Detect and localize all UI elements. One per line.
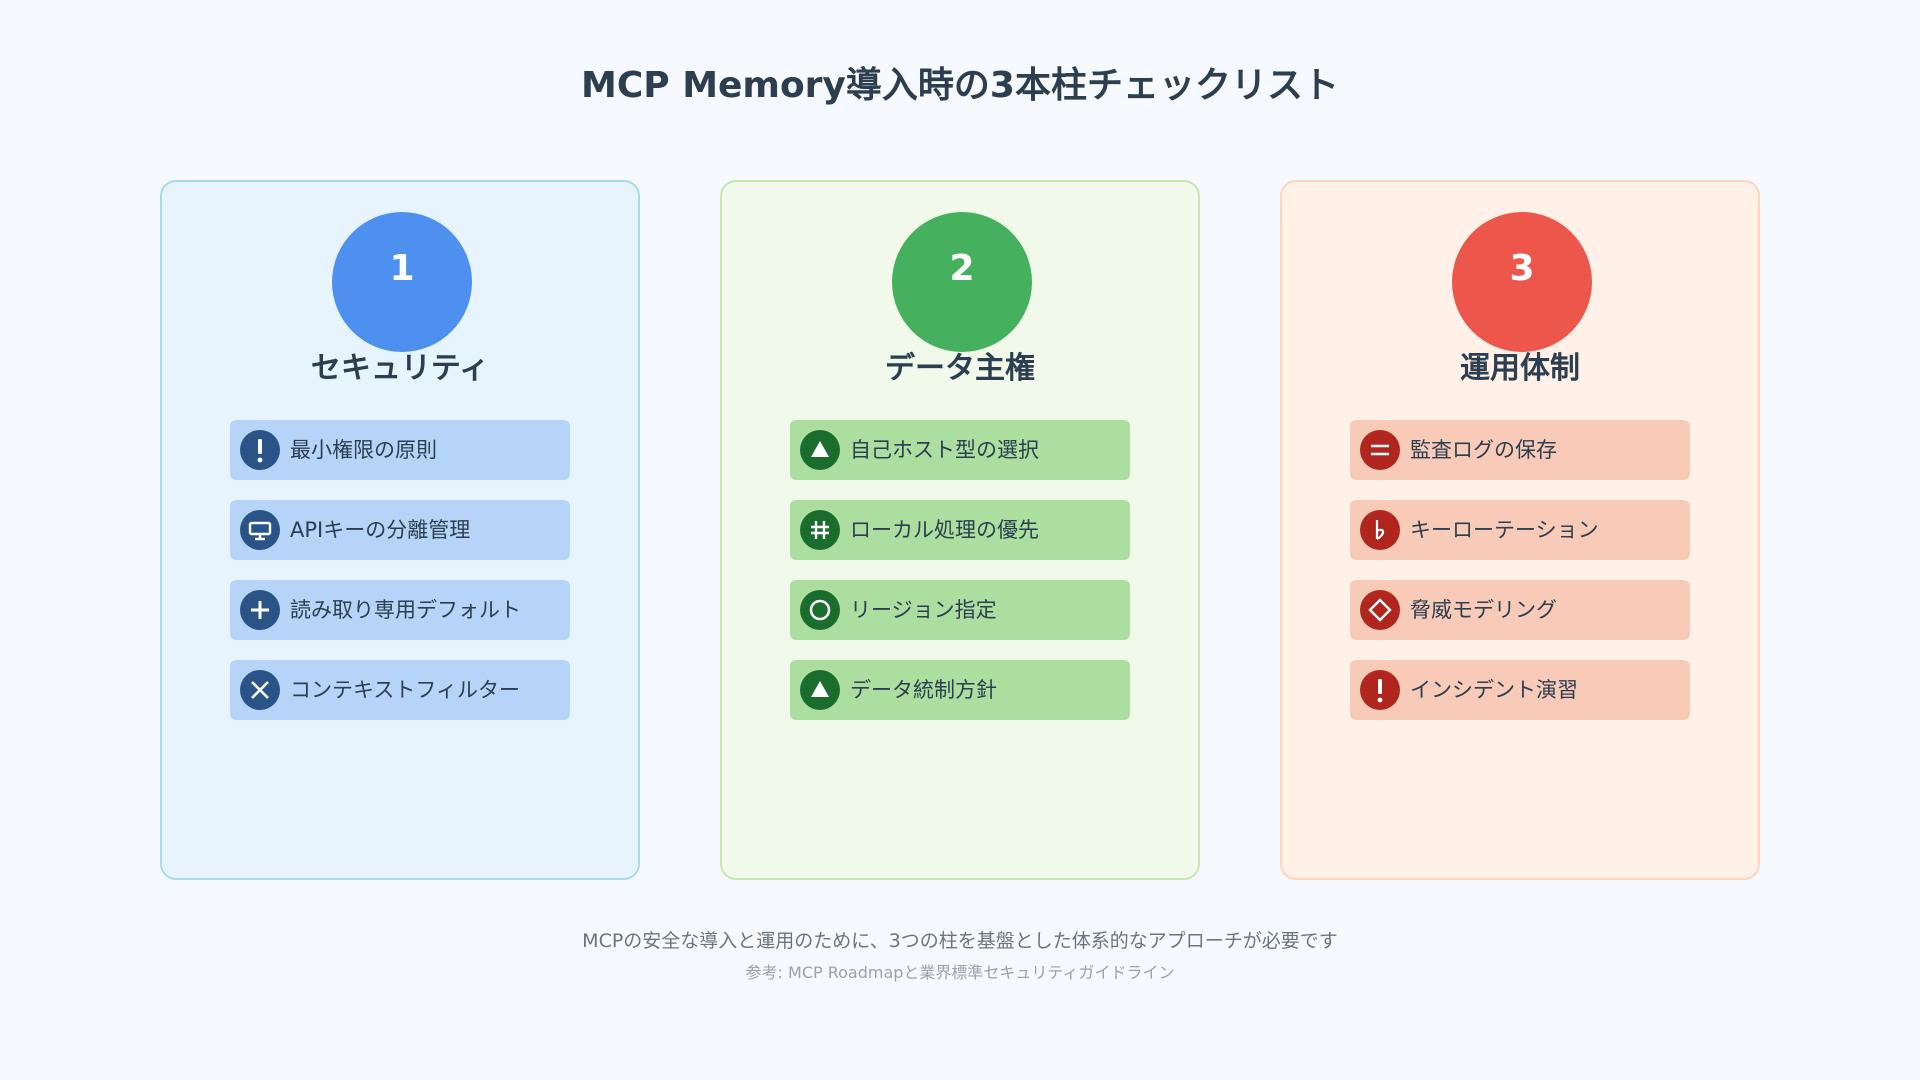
checklist-item: 最小権限の原則 xyxy=(230,420,570,480)
checklist-item: データ統制方針 xyxy=(790,660,1130,720)
pillars-container: 1 セキュリティ 最小権限の原則 APIキーの分離管理 読み取り専用デフォルト xyxy=(160,180,1760,880)
footer-reference: 参考: MCP Roadmapと業界標準セキュリティガイドライン xyxy=(745,963,1175,982)
pillar-number-badge: 3 xyxy=(1452,212,1592,352)
pillar-security: 1 セキュリティ 最小権限の原則 APIキーの分離管理 読み取り専用デフォルト xyxy=(160,180,640,880)
pillar-number-badge: 1 xyxy=(332,212,472,352)
diamond-icon xyxy=(1360,590,1400,630)
checklist-item: 監査ログの保存 xyxy=(1350,420,1690,480)
pillar-number-badge: 2 xyxy=(892,212,1032,352)
circle-icon xyxy=(800,590,840,630)
checklist-item-label: 監査ログの保存 xyxy=(1410,438,1557,462)
plus-icon xyxy=(240,590,280,630)
checklist-item-label: 読み取り専用デフォルト xyxy=(290,598,521,622)
triangle-icon xyxy=(800,430,840,470)
checklist-item-label: リージョン指定 xyxy=(850,598,997,622)
checklist-item: 脅威モデリング xyxy=(1350,580,1690,640)
pillar-data-sovereignty: 2 データ主権 自己ホスト型の選択 ローカル処理の優先 リージョン指定 xyxy=(720,180,1200,880)
pillar-operations: 3 運用体制 監査ログの保存 キーローテーション 脅威モデリング xyxy=(1280,180,1760,880)
checklist-item-label: ローカル処理の優先 xyxy=(850,518,1039,542)
checklist-item-label: APIキーの分離管理 xyxy=(290,518,471,542)
exclamation-icon xyxy=(1360,670,1400,710)
checklist-item: キーローテーション xyxy=(1350,500,1690,560)
checklist: 自己ホスト型の選択 ローカル処理の優先 リージョン指定 データ統制方針 xyxy=(790,420,1130,740)
triangle-icon xyxy=(800,670,840,710)
cross-icon xyxy=(240,670,280,710)
checklist-item: コンテキストフィルター xyxy=(230,660,570,720)
checklist-item: ローカル処理の優先 xyxy=(790,500,1130,560)
pillar-title: セキュリティ xyxy=(310,351,490,386)
hash-icon xyxy=(800,510,840,550)
checklist-item-label: データ統制方針 xyxy=(850,678,997,702)
checklist: 最小権限の原則 APIキーの分離管理 読み取り専用デフォルト コンテキストフィル… xyxy=(230,420,570,740)
checklist: 監査ログの保存 キーローテーション 脅威モデリング インシデント演習 xyxy=(1350,420,1690,740)
exclamation-icon xyxy=(240,430,280,470)
checklist-item-label: コンテキストフィルター xyxy=(290,678,520,702)
checklist-item: リージョン指定 xyxy=(790,580,1130,640)
checklist-item: 自己ホスト型の選択 xyxy=(790,420,1130,480)
flat-icon xyxy=(1360,510,1400,550)
footer-summary: MCPの安全な導入と運用のために、3つの柱を基盤とした体系的なアプローチが必要で… xyxy=(582,930,1338,952)
checklist-item-label: 最小権限の原則 xyxy=(290,438,437,462)
checklist-item-label: 脅威モデリング xyxy=(1410,598,1557,622)
checklist-item: APIキーの分離管理 xyxy=(230,500,570,560)
display-icon xyxy=(240,510,280,550)
page-title: MCP Memory導入時の3本柱チェックリスト xyxy=(581,65,1339,106)
pillar-title: 運用体制 xyxy=(1460,351,1580,386)
checklist-item: 読み取り専用デフォルト xyxy=(230,580,570,640)
checklist-item-label: キーローテーション xyxy=(1410,518,1599,542)
equals-icon xyxy=(1360,430,1400,470)
checklist-item-label: 自己ホスト型の選択 xyxy=(850,438,1039,462)
checklist-item-label: インシデント演習 xyxy=(1410,678,1578,702)
pillar-title: データ主権 xyxy=(885,351,1035,386)
checklist-item: インシデント演習 xyxy=(1350,660,1690,720)
